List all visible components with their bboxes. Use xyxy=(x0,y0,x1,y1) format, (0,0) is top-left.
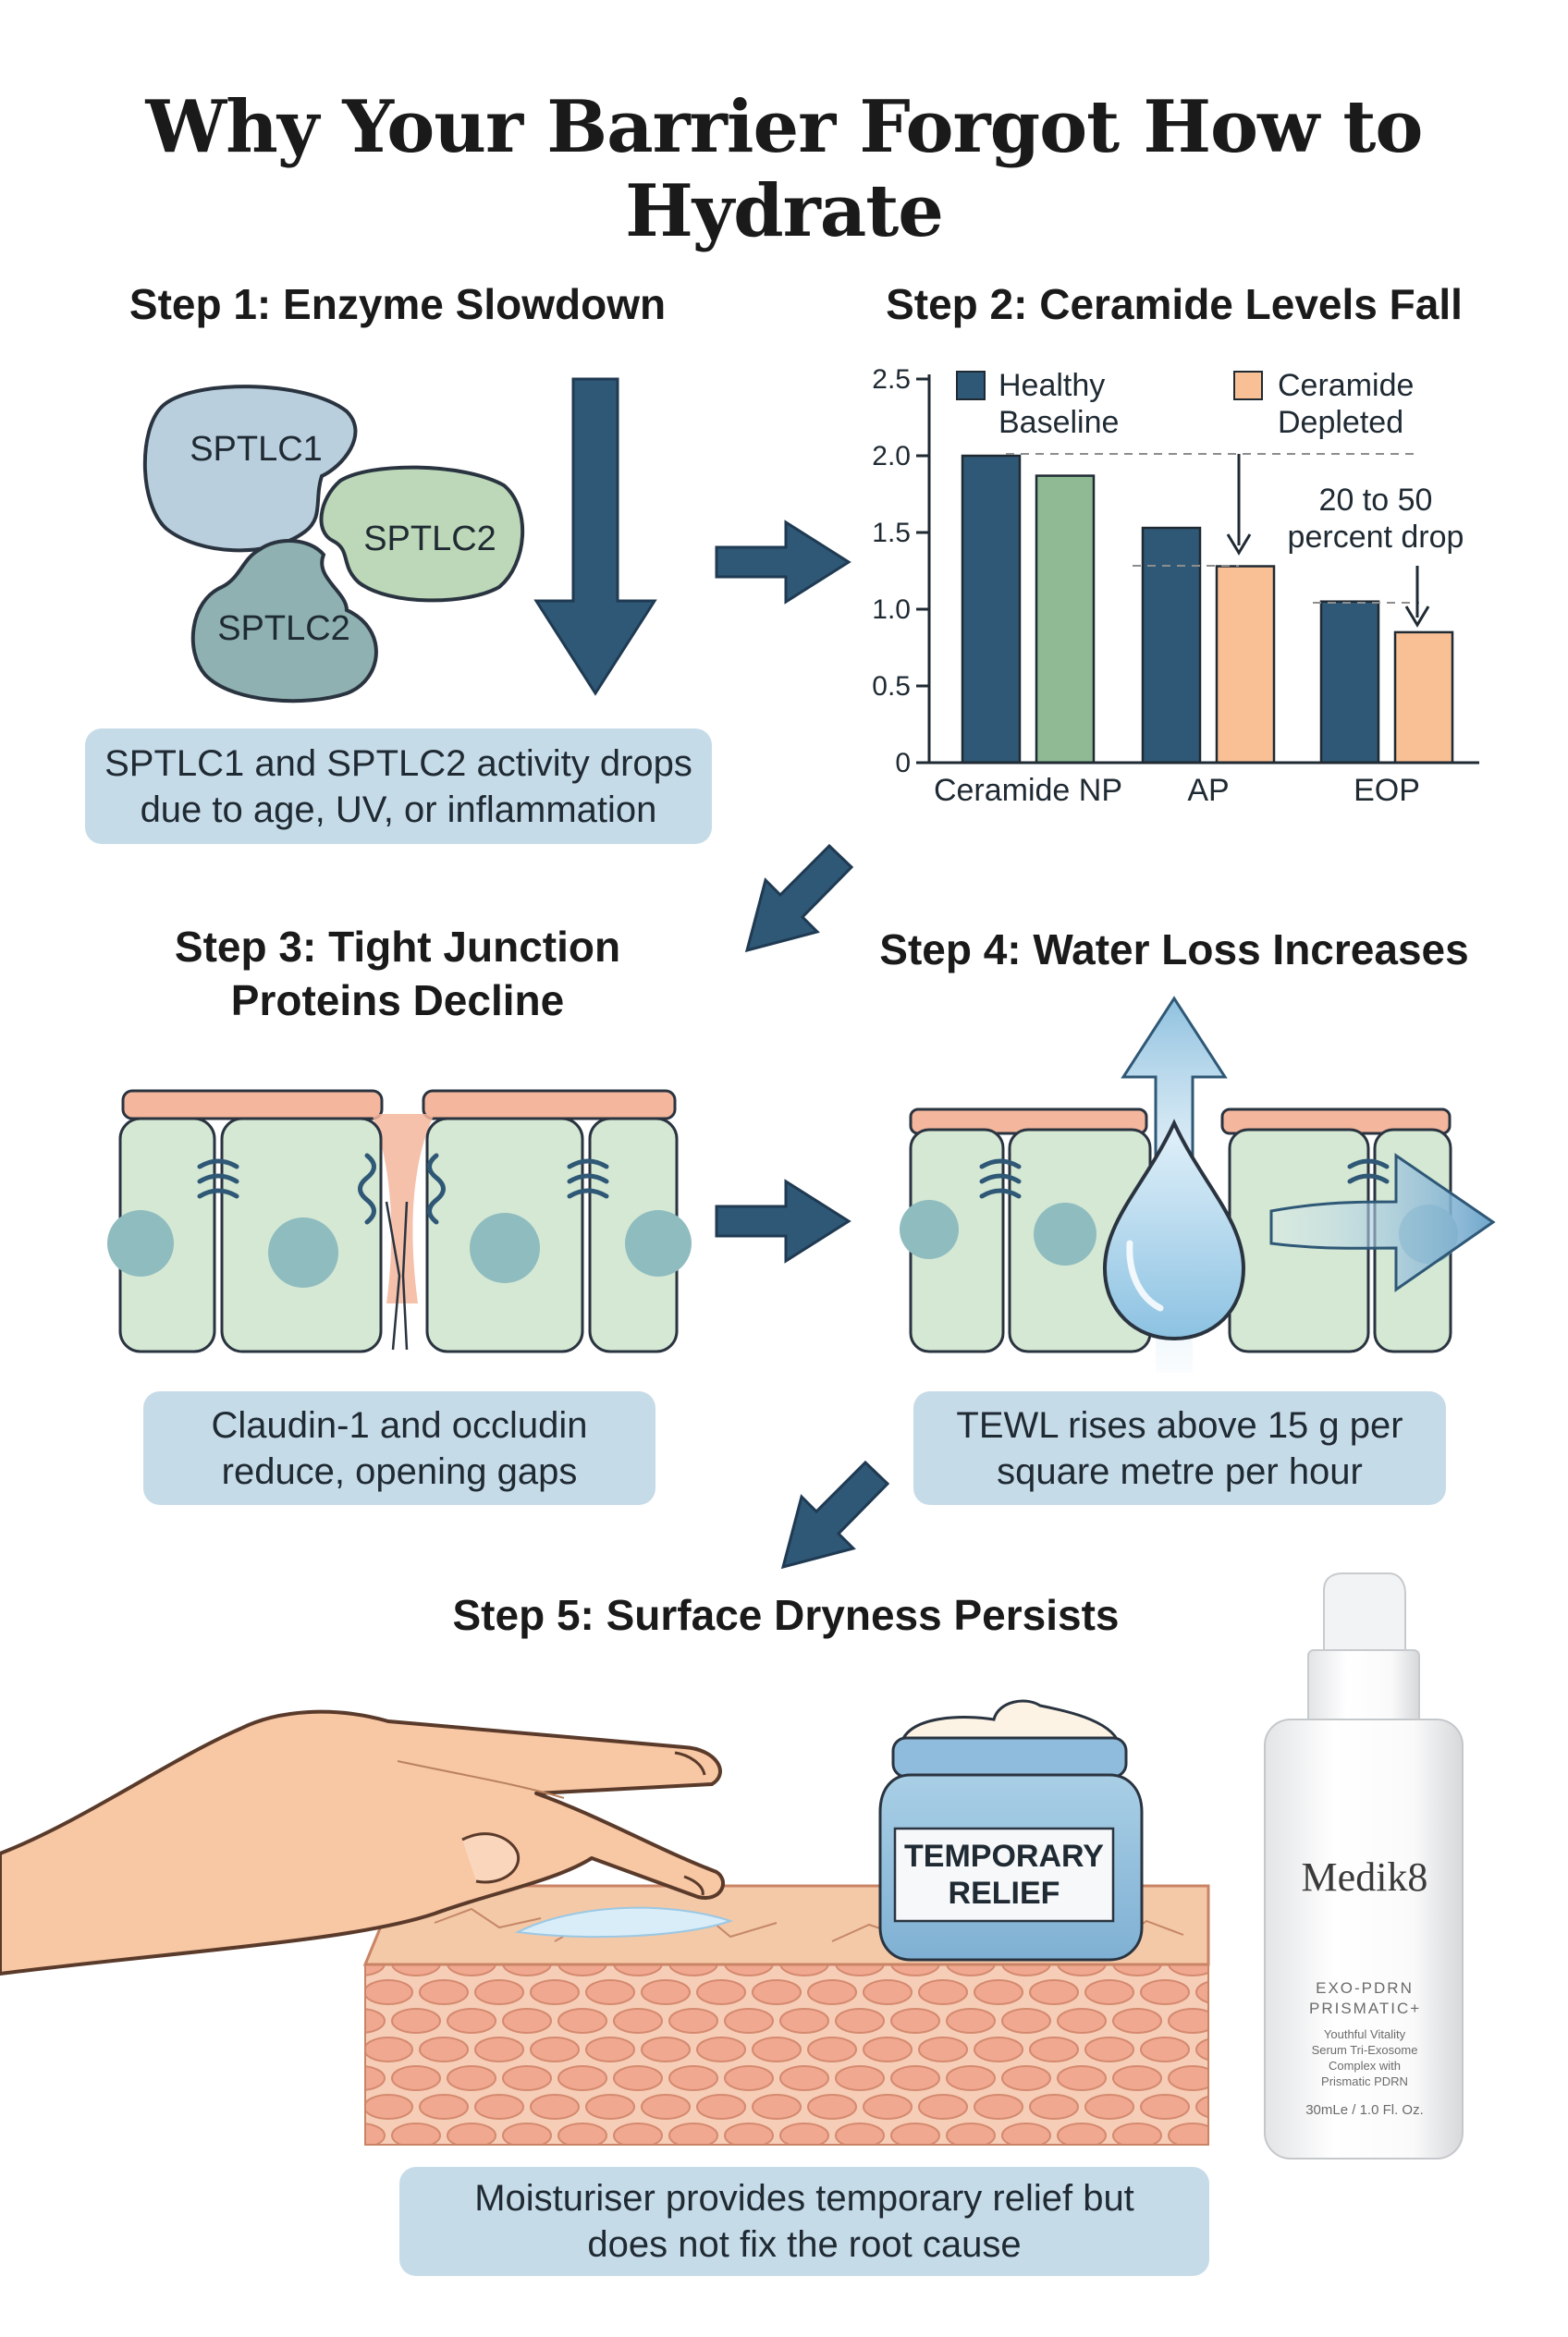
y-tick-label: 0 xyxy=(895,748,911,778)
bar-healthy xyxy=(1141,526,1202,765)
jar-label: TEMPORARY RELIEF xyxy=(904,1839,1104,1911)
down-arrow xyxy=(533,377,657,696)
ceramide-bar-chart: 0 0.5 1.0 1.5 2.0 2.5 Ceramide NP AP EOP Health… xyxy=(872,364,1479,808)
y-tick-label: 2.5 xyxy=(872,364,911,395)
step-2-heading: Step 2: Ceramide Levels Fall xyxy=(886,280,1463,328)
y-tick-label: 0.5 xyxy=(872,671,911,702)
bar-depleted xyxy=(1393,630,1454,765)
step-1-heading: Step 1: Enzyme Slowdown xyxy=(129,280,667,328)
arrow-step4-to-step5 xyxy=(780,1460,890,1570)
water-loss-illustration xyxy=(900,996,1496,1373)
product-volume: 30mLe / 1.0 Fl. Oz. xyxy=(1305,2102,1424,2118)
bar-healthy xyxy=(961,454,1022,765)
legend: Healthy Baseline Ceramide Depleted xyxy=(956,368,1414,440)
x-tick-label: AP xyxy=(1187,773,1229,808)
bar-depleted xyxy=(1215,565,1276,765)
y-tick-label: 2.0 xyxy=(872,441,911,471)
product-name: EXO-PDRN PRISMATIC+ xyxy=(1309,1979,1422,2017)
enzyme-sptlc2-top: SPTLC2 xyxy=(319,465,524,603)
enzyme-label: SPTLC1 xyxy=(190,430,323,469)
arrow-step1-to-step2 xyxy=(715,520,851,605)
x-tick-label: Ceramide NP xyxy=(934,773,1122,808)
bar-healthy xyxy=(1319,600,1380,765)
legend-label: Baseline xyxy=(998,405,1119,440)
arrow-step2-to-step3 xyxy=(744,843,854,953)
serum-bottle xyxy=(1264,1572,1464,2160)
skin-cross-section xyxy=(362,1884,1210,2146)
step-3-caption: Claudin-1 and occludin reduce, opening g… xyxy=(143,1391,655,1505)
tight-junction-illustration xyxy=(107,1089,692,1353)
step-1-caption: SPTLC1 and SPTLC2 activity drops due to … xyxy=(85,728,712,844)
product-brand: Medik8 xyxy=(1301,1854,1428,1900)
step-5-heading: Step 5: Surface Dryness Persists xyxy=(452,1591,1120,1639)
water-right-arrow xyxy=(1269,1153,1496,1292)
arrow-step3-to-step4 xyxy=(715,1179,851,1264)
page-title: Why Your Barrier Forgot How to Hydrate xyxy=(145,85,1424,253)
step-5-caption: Moisturiser provides temporary relief bu… xyxy=(399,2167,1209,2276)
hand-illustration xyxy=(0,1709,726,1976)
legend-label: Healthy xyxy=(998,368,1105,403)
step-3-heading: Step 3: Tight Junction Proteins Decline xyxy=(174,923,621,1024)
enzyme-sptlc1: SPTLC1 xyxy=(142,385,358,553)
legend-label: Ceramide xyxy=(1278,368,1414,403)
product-description: Youthful Vitality Serum Tri-Exosome Comp… xyxy=(1311,2027,1418,2088)
legend-label: Depleted xyxy=(1278,405,1403,440)
legend-swatch-healthy xyxy=(956,371,986,400)
annotation-text: percent drop xyxy=(1288,520,1464,555)
y-tick-label: 1.0 xyxy=(872,594,911,625)
drop-arrow-ap xyxy=(1226,454,1252,556)
enzyme-sptlc2-bottom: SPTLC2 xyxy=(190,539,378,704)
bar-depleted xyxy=(1035,474,1096,765)
legend-swatch-depleted xyxy=(1233,371,1263,400)
x-tick-label: EOP xyxy=(1354,773,1420,808)
step-4-caption: TEWL rises above 15 g per square metre p… xyxy=(913,1391,1446,1505)
drop-arrow-eop xyxy=(1404,566,1430,628)
enzyme-label: SPTLC2 xyxy=(217,609,350,648)
step-4-heading: Step 4: Water Loss Increases xyxy=(879,925,1469,973)
annotation-text: 20 to 50 xyxy=(1319,483,1433,518)
enzyme-label: SPTLC2 xyxy=(363,520,496,558)
y-tick-label: 1.5 xyxy=(872,518,911,548)
cream-jar xyxy=(878,1699,1144,1962)
